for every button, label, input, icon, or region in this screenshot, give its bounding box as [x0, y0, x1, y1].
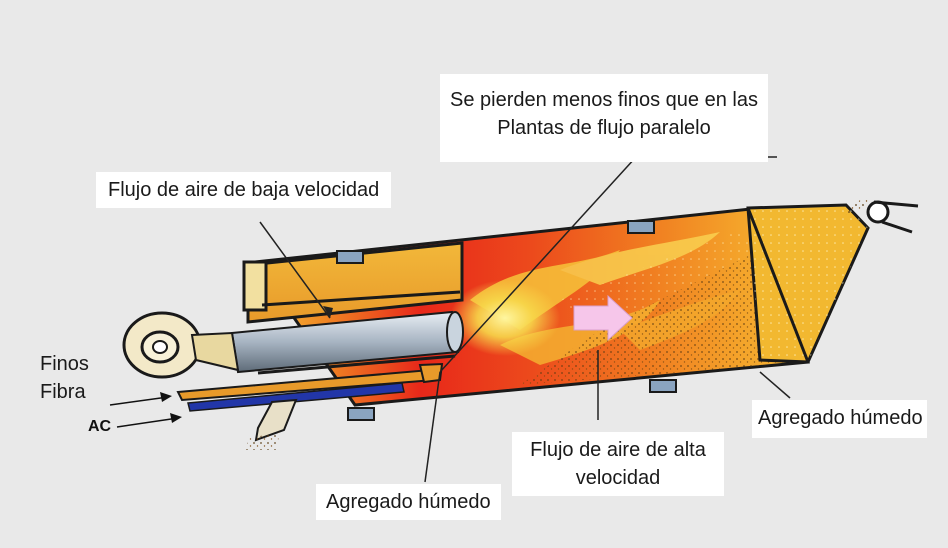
finos-fibra-label: Finos Fibra	[32, 350, 97, 406]
low-speed-air-label: Flujo de aire de baja velocidad	[96, 172, 392, 208]
fibra-label: Fibra	[40, 381, 86, 403]
ac-label: AC	[88, 418, 112, 435]
drum-supports	[336, 220, 677, 421]
blower-fan-icon	[122, 311, 240, 379]
low-velocity-air-arrowhead	[323, 306, 333, 318]
input-arrows	[109, 392, 182, 428]
top-note-line-1: Se pierden menos finos que en las	[450, 89, 758, 111]
flow-arrow-icon	[573, 294, 633, 342]
ac-feed-pipe	[187, 382, 405, 412]
burner-hood	[242, 241, 464, 375]
finos-label: Finos	[40, 353, 89, 375]
top-note-label: Se pierden menos finos que en las Planta…	[440, 74, 768, 162]
wet-aggregate-bottom-label: Agregado húmedo	[316, 484, 501, 520]
discharge-chute-icon	[244, 398, 298, 450]
feed-hopper	[746, 203, 870, 364]
wet-aggregate-right-label: Agregado húmedo	[752, 400, 927, 438]
low-velocity-air-arrow	[259, 221, 331, 319]
feed-roller-icon	[846, 199, 919, 234]
fines-feed-pipe	[176, 362, 444, 402]
top-note-line-2: Plantas de flujo paralelo	[497, 117, 711, 139]
high-speed-air-label: Flujo de aire de alta velocidad	[512, 432, 724, 496]
